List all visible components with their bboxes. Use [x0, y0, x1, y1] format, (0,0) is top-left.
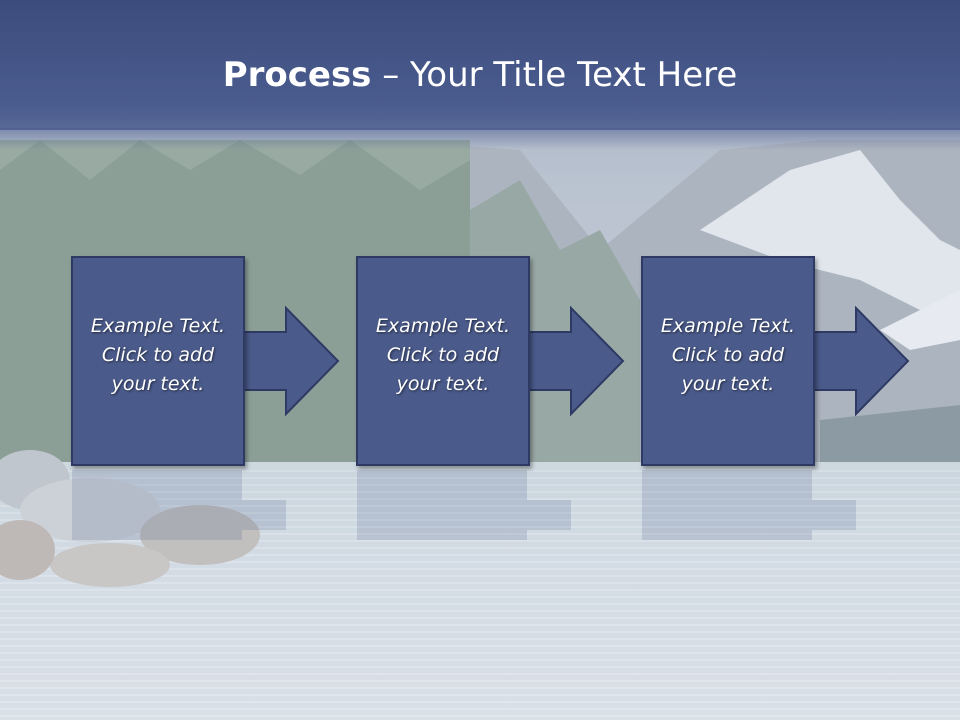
step-3-line-2: Click to add [671, 344, 785, 366]
step-2-text[interactable]: Example Text. Click to add your text. [358, 312, 528, 399]
step-3-reflection [642, 470, 856, 540]
title-bar [0, 0, 960, 130]
step-2-box[interactable]: Example Text. Click to add your text. [356, 256, 530, 466]
step-1-box[interactable]: Example Text. Click to add your text. [71, 256, 245, 466]
background-ripples [0, 470, 960, 720]
step-1-arrow[interactable] [236, 306, 342, 418]
step-1-line-1: Example Text. [90, 315, 226, 337]
step-3-line-1: Example Text. [660, 315, 796, 337]
title-rest: – Your Title Text Here [371, 55, 738, 95]
step-2-line-1: Example Text. [375, 315, 511, 337]
background-rocks [0, 450, 260, 587]
step-1-reflection [72, 470, 286, 540]
step-3-text[interactable]: Example Text. Click to add your text. [643, 312, 813, 399]
step-3-arrow[interactable] [806, 306, 912, 418]
step-1-line-2: Click to add [101, 344, 215, 366]
title-bold: Process [222, 55, 372, 95]
step-2-reflection [357, 470, 571, 540]
step-3-line-3: your text. [681, 373, 775, 395]
step-1-line-3: your text. [111, 373, 205, 395]
step-3-box[interactable]: Example Text. Click to add your text. [641, 256, 815, 466]
title-bar-fade [0, 128, 960, 150]
step-2-arrow[interactable] [521, 306, 627, 418]
step-2-line-3: your text. [396, 373, 490, 395]
step-2-line-2: Click to add [386, 344, 500, 366]
step-1-text[interactable]: Example Text. Click to add your text. [73, 312, 243, 399]
background-lake [0, 462, 960, 720]
slide-title[interactable]: Process – Your Title Text Here [0, 52, 960, 98]
